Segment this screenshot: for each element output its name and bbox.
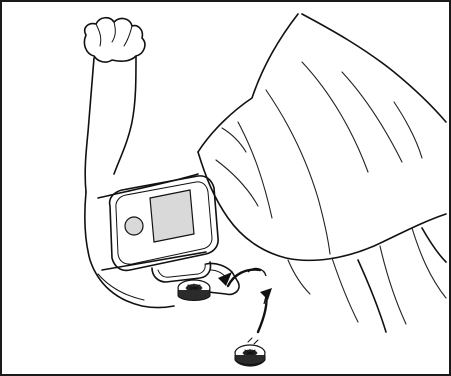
sleeve-icon	[198, 14, 446, 332]
loose-knob-icon	[235, 338, 265, 366]
screen-window-icon	[125, 190, 194, 242]
armband-case-icon	[98, 174, 239, 294]
clip-knob-icon	[178, 280, 210, 301]
attach-arrow-icon	[218, 269, 272, 332]
